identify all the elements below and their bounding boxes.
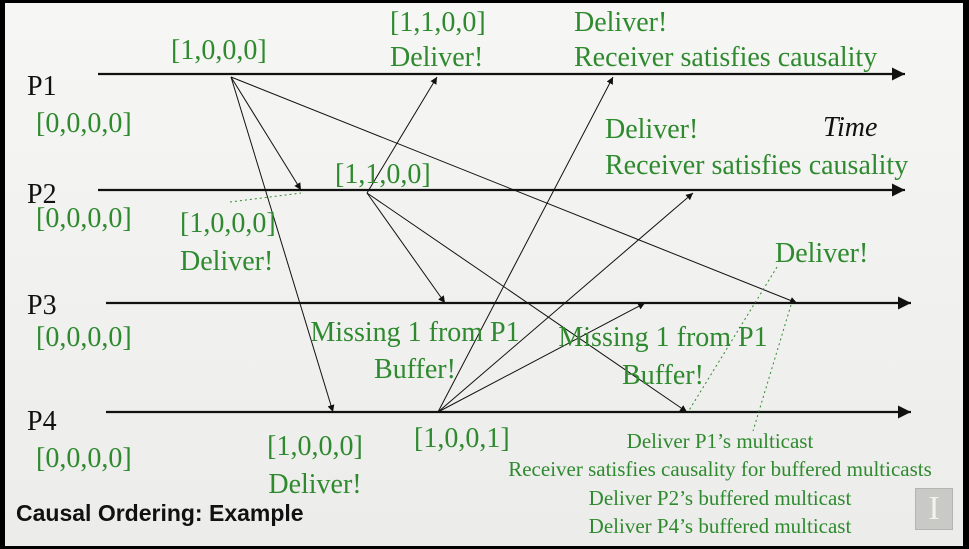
process-vector-p1: [0,0,0,0] [36,108,132,139]
p1-recv-p2-vector: [1,1,0,0] [390,7,486,38]
process-vector-p3: [0,0,0,0] [36,322,132,353]
msg-p1-to-p2 [230,76,302,191]
p2-send-vector: [1,1,0,0] [335,159,431,190]
msg-p2-to-p3 [366,192,446,304]
process-name-p4: P4 [27,406,57,437]
process-name-p1: P1 [27,71,57,102]
final-note-deliver-p1: Deliver P1’s multicast [626,429,814,453]
msg-p2-to-p4 [366,192,688,413]
p2-recv-p4-deliver: Deliver! [605,114,699,145]
process-vector-p2: [0,0,0,0] [36,203,132,234]
p4-recv-p1-vector: [1,0,0,0] [267,431,363,462]
process-vector-p4: [0,0,0,0] [36,443,132,474]
p4-send-vector: [1,0,0,1] [414,423,510,454]
p3-missing-a-buffer: Buffer! [374,354,456,385]
p1-recv-p4-causality: Receiver satisfies causality [574,42,878,73]
msg-p2-to-p1 [366,76,438,194]
msg-p4-to-p3 [437,302,646,413]
final-note-causality: Receiver satisfies causality for buffere… [508,457,932,481]
p2-recv-p1-deliver: Deliver! [180,246,274,277]
time-label: Time [823,112,878,143]
slide-title: Causal Ordering: Example [16,500,304,526]
p3-deliver: Deliver! [775,238,869,269]
leader-p3-deliver [687,266,778,413]
university-logo-icon: I [915,488,953,530]
p1-send-vector: [1,0,0,0] [171,35,267,66]
p3-missing-b-buffer: Buffer! [622,360,704,391]
process-name-p2: P2 [27,179,57,210]
final-note-deliver-p2: Deliver P2’s buffered multicast [588,486,852,510]
p2-recv-p4-causality: Receiver satisfies causality [605,150,909,181]
slide: P1 [0,0,0,0] P2 [0,0,0,0] P3 [0,0,0,0] P… [5,3,963,546]
msg-p4-to-p2 [437,192,694,413]
msg-p4-to-p1 [437,76,614,413]
final-note-deliver-p4: Deliver P4’s buffered multicast [588,514,852,538]
causal-ordering-diagram [98,67,911,432]
msg-p1-to-p4 [230,76,335,413]
p2-recv-p1-vector: [1,0,0,0] [180,208,276,239]
process-name-p3: P3 [27,290,57,321]
leader-p3-final [752,304,792,432]
p4-recv-p1-deliver: Deliver! [268,469,362,500]
p1-recv-p2-deliver: Deliver! [390,42,484,73]
leader-p2-recv [229,192,302,203]
p3-missing-a-text: Missing 1 from P1 [310,317,520,348]
p3-missing-b-text: Missing 1 from P1 [558,322,768,353]
p1-recv-p4-deliver: Deliver! [574,7,668,38]
msg-p1-to-p3 [230,76,798,304]
